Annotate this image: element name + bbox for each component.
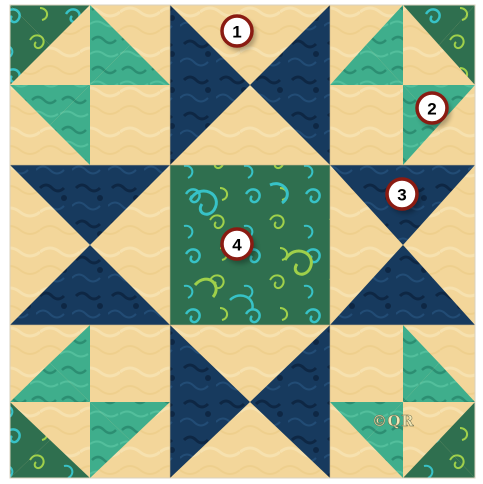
marker-label-2: 2: [427, 100, 436, 119]
corner-unit-bottom-left: [10, 325, 170, 478]
hourglass-unit-bottom: [170, 325, 330, 478]
marker-label-1: 1: [232, 23, 241, 42]
corner-unit-top-right: [330, 5, 475, 165]
marker-label-3: 3: [397, 186, 406, 205]
hourglass-unit-left: [10, 165, 170, 325]
corner-unit-top-left: [10, 5, 170, 165]
marker-label-4: 4: [232, 236, 242, 255]
corner-unit-bottom-right: [330, 325, 475, 478]
copyright-watermark: ©QR: [372, 412, 414, 430]
